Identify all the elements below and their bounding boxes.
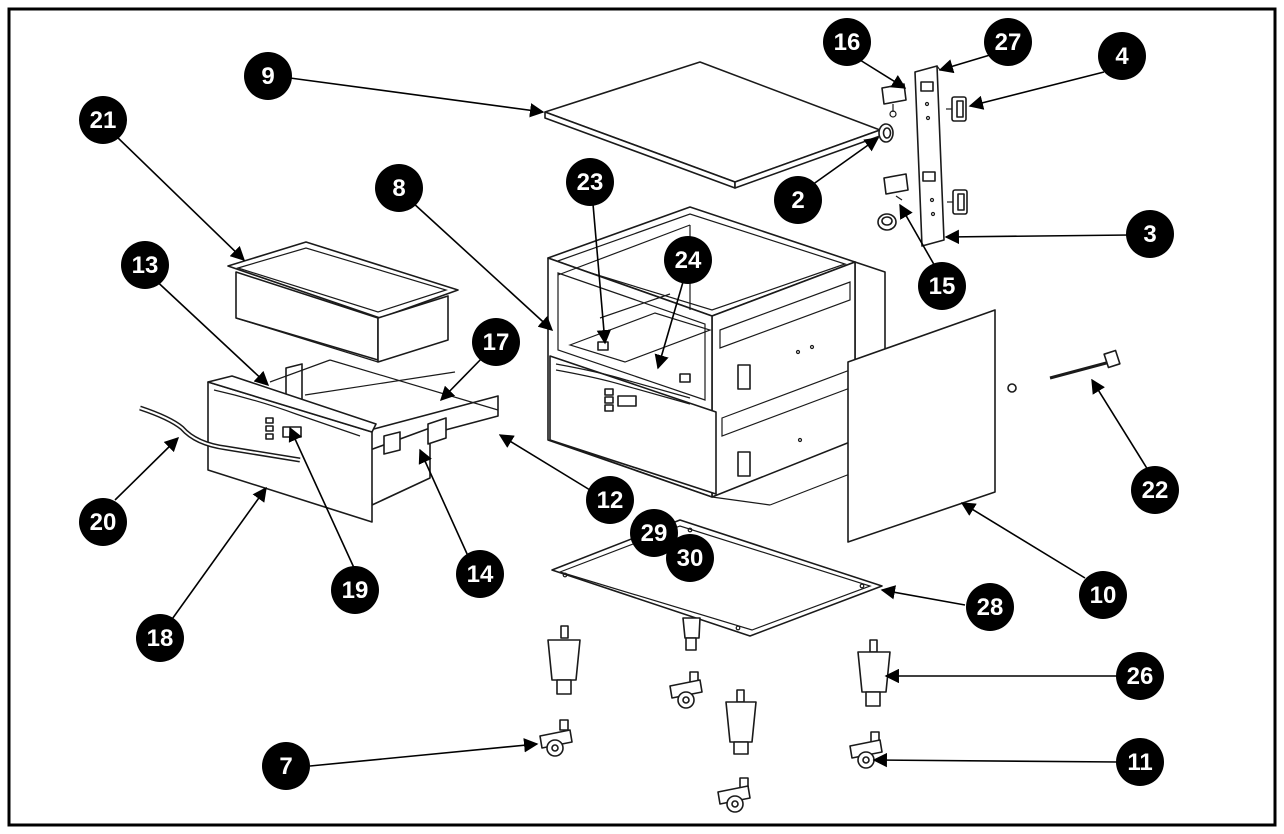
svg-text:29: 29 — [641, 520, 668, 547]
svg-text:26: 26 — [1127, 663, 1154, 690]
top-cover-part — [544, 61, 881, 189]
callout-10: 10 — [1079, 571, 1127, 619]
thermostat-knob-lower — [947, 189, 968, 215]
control-knob-part — [878, 123, 894, 143]
leg-part-right — [857, 639, 891, 707]
svg-text:3: 3 — [1143, 221, 1156, 248]
svg-text:7: 7 — [279, 753, 292, 780]
svg-text:12: 12 — [597, 487, 624, 514]
svg-text:28: 28 — [977, 594, 1004, 621]
leg-part-front — [725, 689, 757, 755]
callout-19: 19 — [331, 566, 379, 614]
thermostat-knob-upper — [946, 96, 967, 122]
svg-text:18: 18 — [147, 625, 174, 652]
svg-text:21: 21 — [90, 107, 117, 134]
callout-26: 26 — [1116, 652, 1164, 700]
callout-12: 12 — [586, 476, 634, 524]
callout-11: 11 — [1116, 738, 1164, 786]
svg-text:22: 22 — [1142, 477, 1169, 504]
svg-text:20: 20 — [90, 509, 117, 536]
callout-14: 14 — [456, 550, 504, 598]
leg-part-left — [547, 625, 581, 695]
svg-text:13: 13 — [132, 252, 159, 279]
callout-30: 30 — [666, 534, 714, 582]
svg-text:16: 16 — [834, 29, 861, 56]
callout-23: 23 — [566, 158, 614, 206]
callout-4: 4 — [1098, 32, 1146, 80]
caster-part-back — [669, 671, 703, 709]
callout-17: 17 — [472, 318, 520, 366]
indicator-light-part — [877, 213, 897, 231]
drawer-part: I — [207, 359, 499, 523]
svg-text:10: 10 — [1090, 582, 1117, 609]
callout-15: 15 — [918, 262, 966, 310]
side-panel-part — [847, 309, 996, 543]
svg-text:9: 9 — [261, 63, 274, 90]
callout-13: 13 — [121, 241, 169, 289]
callout-22: 22 — [1131, 466, 1179, 514]
callout-7: 7 — [262, 742, 310, 790]
svg-text:11: 11 — [1127, 749, 1152, 776]
caster-part-left — [539, 719, 573, 757]
svg-text:30: 30 — [677, 545, 704, 572]
svg-text:27: 27 — [995, 29, 1022, 56]
drawer-handle-part — [139, 405, 301, 463]
nut-part — [1007, 383, 1017, 393]
callout-21: 21 — [79, 96, 127, 144]
svg-text:14: 14 — [467, 561, 494, 588]
food-pan-part — [227, 241, 459, 363]
control-panel-part — [914, 65, 945, 247]
callout-24: 24 — [664, 236, 712, 284]
callout-8: 8 — [375, 164, 423, 212]
caster-part-front — [717, 777, 751, 813]
cabinet-part — [547, 206, 886, 506]
callout-20: 20 — [79, 498, 127, 546]
svg-text:23: 23 — [577, 169, 604, 196]
svg-text:17: 17 — [483, 329, 510, 356]
switch-part-lower — [883, 173, 909, 201]
callout-18: 18 — [136, 614, 184, 662]
callout-29: 29 — [630, 509, 678, 557]
callout-16: 16 — [823, 18, 871, 66]
svg-text:15: 15 — [929, 273, 956, 300]
leg-part-back — [682, 617, 701, 651]
callout-9: 9 — [244, 52, 292, 100]
power-cord-part — [1049, 349, 1121, 380]
callout-28: 28 — [966, 583, 1014, 631]
callout-3: 3 — [1126, 210, 1174, 258]
callout-27: 27 — [984, 18, 1032, 66]
svg-text:24: 24 — [675, 247, 702, 274]
svg-text:19: 19 — [342, 577, 369, 604]
svg-text:8: 8 — [392, 175, 405, 202]
leader-lines — [114, 54, 1149, 768]
callout-2: 2 — [774, 176, 822, 224]
svg-text:4: 4 — [1115, 43, 1129, 70]
svg-text:2: 2 — [791, 187, 804, 214]
